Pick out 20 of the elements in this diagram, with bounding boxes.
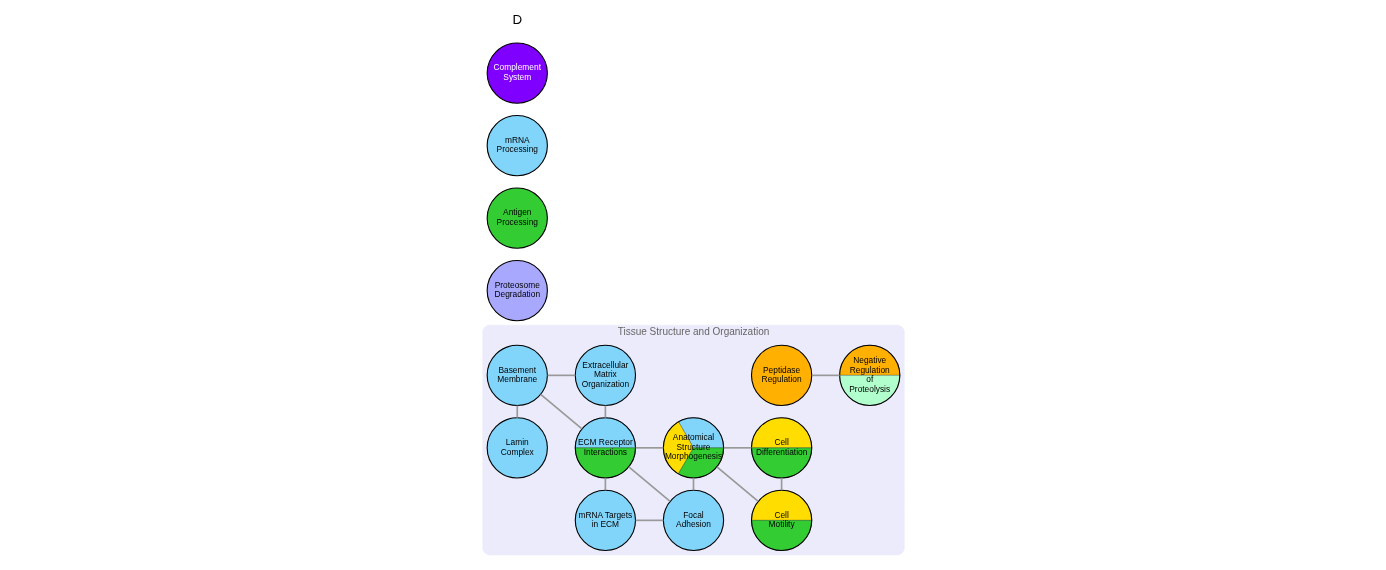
node-circle: mRNA Processing — [486, 114, 548, 177]
node-circle: mRNA Targets in ECM — [574, 489, 636, 551]
node-circle: Peptidase Regulation — [750, 344, 812, 406]
node-circle: Lamin Complex — [486, 417, 548, 479]
label: D — [511, 12, 522, 28]
connector — [715, 466, 759, 503]
connector — [722, 447, 752, 449]
connector — [810, 374, 840, 377]
connector — [634, 447, 664, 449]
node-circle: Proteosome Degradation — [486, 259, 548, 322]
connector — [546, 374, 576, 377]
node-circle: Basement Membrane — [486, 344, 548, 406]
node-circle: Complement System — [486, 42, 548, 104]
node-circle: Antigen Processing — [486, 187, 548, 249]
connector — [634, 519, 664, 522]
node-circle: Focal Adhesion — [662, 489, 724, 551]
connector — [627, 466, 671, 503]
node-circle: Extracellular Matrix Organization — [574, 344, 636, 406]
connector — [515, 404, 518, 419]
connector — [539, 393, 583, 430]
